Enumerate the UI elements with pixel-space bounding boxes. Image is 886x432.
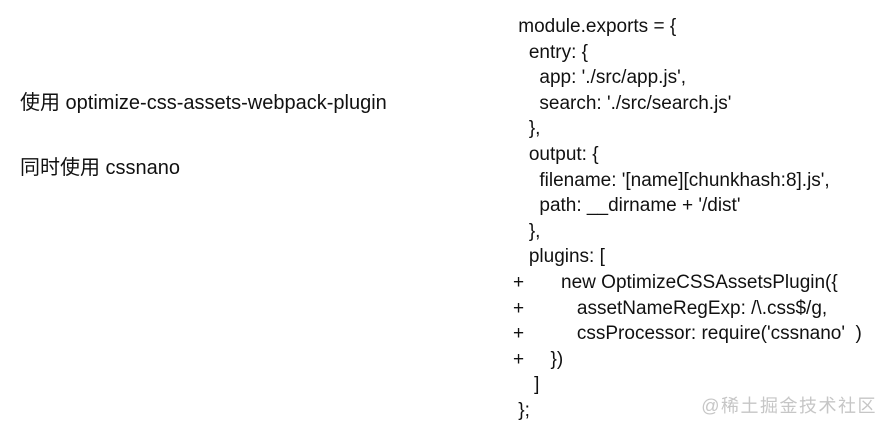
code-line: path: __dirname + '/dist' [513,195,741,217]
watermark-text: @稀土掘金技术社区 [701,396,877,416]
code-snippet: module.exports = { entry: { app: './src/… [513,14,862,424]
code-line: entry: { [513,41,588,63]
code-line-added: + cssProcessor: require('cssnano' ) [513,323,862,345]
code-line: }, [513,118,541,140]
code-line: filename: '[name][chunkhash:8].js', [513,169,830,191]
code-line: search: './src/search.js' [513,92,732,114]
code-line: }; [513,399,530,421]
code-line: output: { [513,143,599,165]
code-line: app: './src/app.js', [513,67,687,89]
note-line-cssnano: 同时使用 cssnano [20,157,181,179]
code-line-added: + }) [513,348,564,370]
code-line-added: + assetNameRegExp: /\.css$/g, [513,297,828,319]
code-line: module.exports = { [513,16,677,37]
code-line: ] [513,374,540,396]
note-line-plugin: 使用 optimize-css-assets-webpack-plugin [20,92,387,114]
code-line-added: + new OptimizeCSSAssetsPlugin({ [513,271,838,293]
code-line: }, [513,220,541,242]
code-line: plugins: [ [513,246,605,268]
